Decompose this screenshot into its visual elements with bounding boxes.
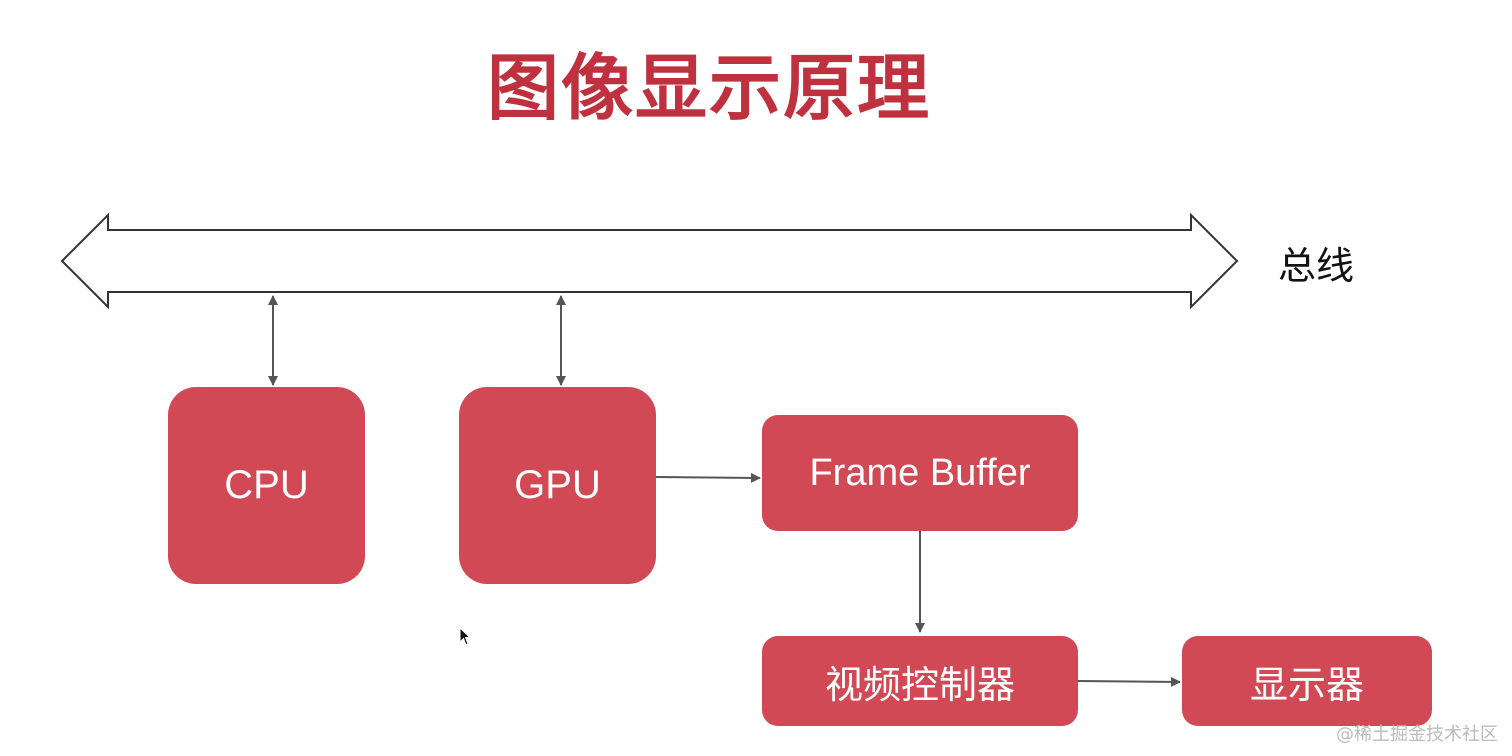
frame-buffer-label: Frame Buffer — [809, 451, 1031, 494]
video-controller-node: 视频控制器 — [762, 636, 1078, 726]
cpu-label: CPU — [224, 463, 309, 507]
page-title: 图像显示原理 — [486, 46, 931, 130]
gpu-node: GPU — [459, 387, 656, 584]
cpu-node: CPU — [168, 387, 365, 584]
video-controller-label: 视频控制器 — [824, 662, 1015, 707]
bus-label: 总线 — [1278, 244, 1355, 288]
display-node: 显示器 — [1182, 636, 1432, 726]
watermark: @稀土掘金技术社区 — [1336, 724, 1498, 745]
videocontroller-display-arrow — [1077, 676, 1181, 687]
bus-double-arrow — [60, 212, 1239, 310]
gpu-label: GPU — [514, 463, 601, 507]
gpu-framebuffer-arrow — [655, 472, 761, 483]
display-label: 显示器 — [1249, 662, 1364, 707]
mouse-cursor-icon — [459, 627, 472, 646]
frame-buffer-node: Frame Buffer — [762, 415, 1078, 531]
